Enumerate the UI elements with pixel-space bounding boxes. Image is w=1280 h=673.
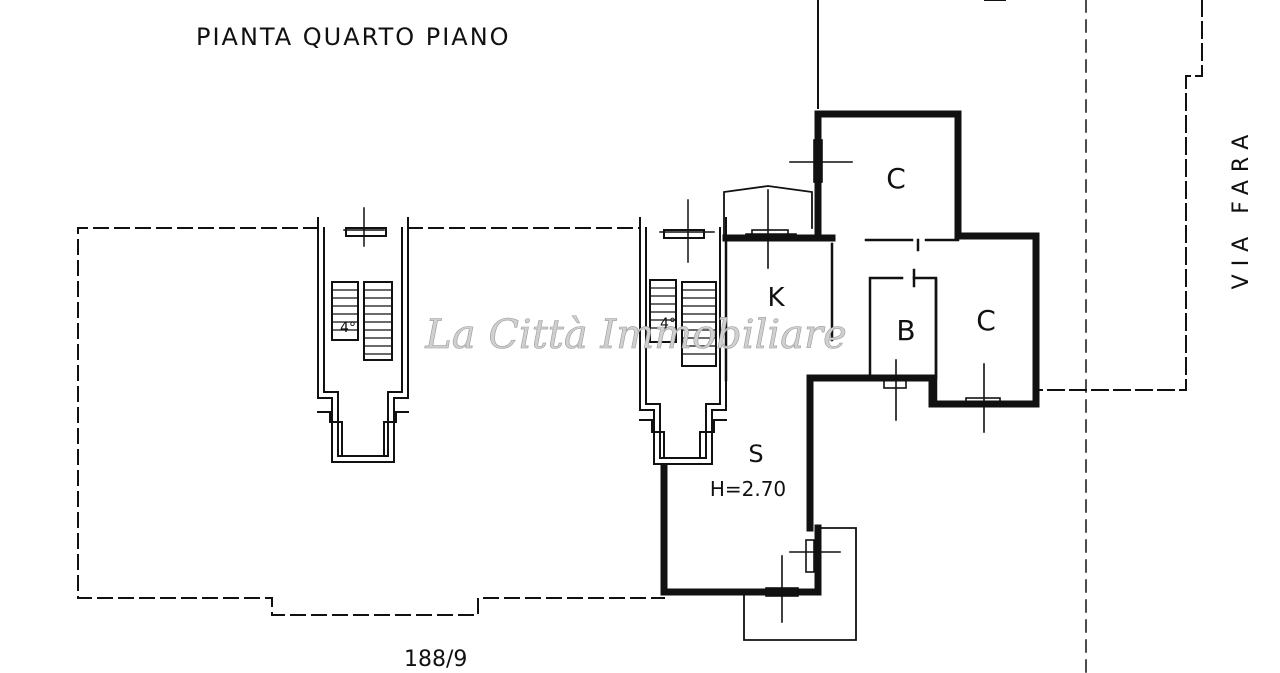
street-label: VIA FARA <box>1229 127 1254 290</box>
room-label-bathroom: B <box>896 314 915 347</box>
room-label-closet-upper: C <box>886 162 906 195</box>
parcel-number: 188/9 <box>404 647 467 672</box>
windows <box>745 139 1001 623</box>
balcony-bottom <box>743 527 857 641</box>
ceiling-height-label: H=2.70 <box>710 477 786 501</box>
room-label-kitchen: K <box>767 283 785 313</box>
stair-mark-left: 4° <box>340 320 356 336</box>
stair-mark-right: 4° <box>660 316 676 332</box>
stair-core-left <box>317 207 409 463</box>
stair-core-right <box>639 199 727 465</box>
plan-title: PIANTA QUARTO PIANO <box>196 23 511 51</box>
room-label-living: S <box>748 440 763 468</box>
balcony-top <box>723 185 813 237</box>
room-label-closet-lower: C <box>976 304 996 337</box>
watermark: La Città Immobiliare <box>424 312 847 358</box>
context-lines <box>817 0 1203 673</box>
plan-labels: PIANTA QUARTO PIANO K C C B S H=2.70 4° … <box>196 23 1254 672</box>
interior-partitions <box>724 238 960 402</box>
building-outline <box>77 227 665 616</box>
